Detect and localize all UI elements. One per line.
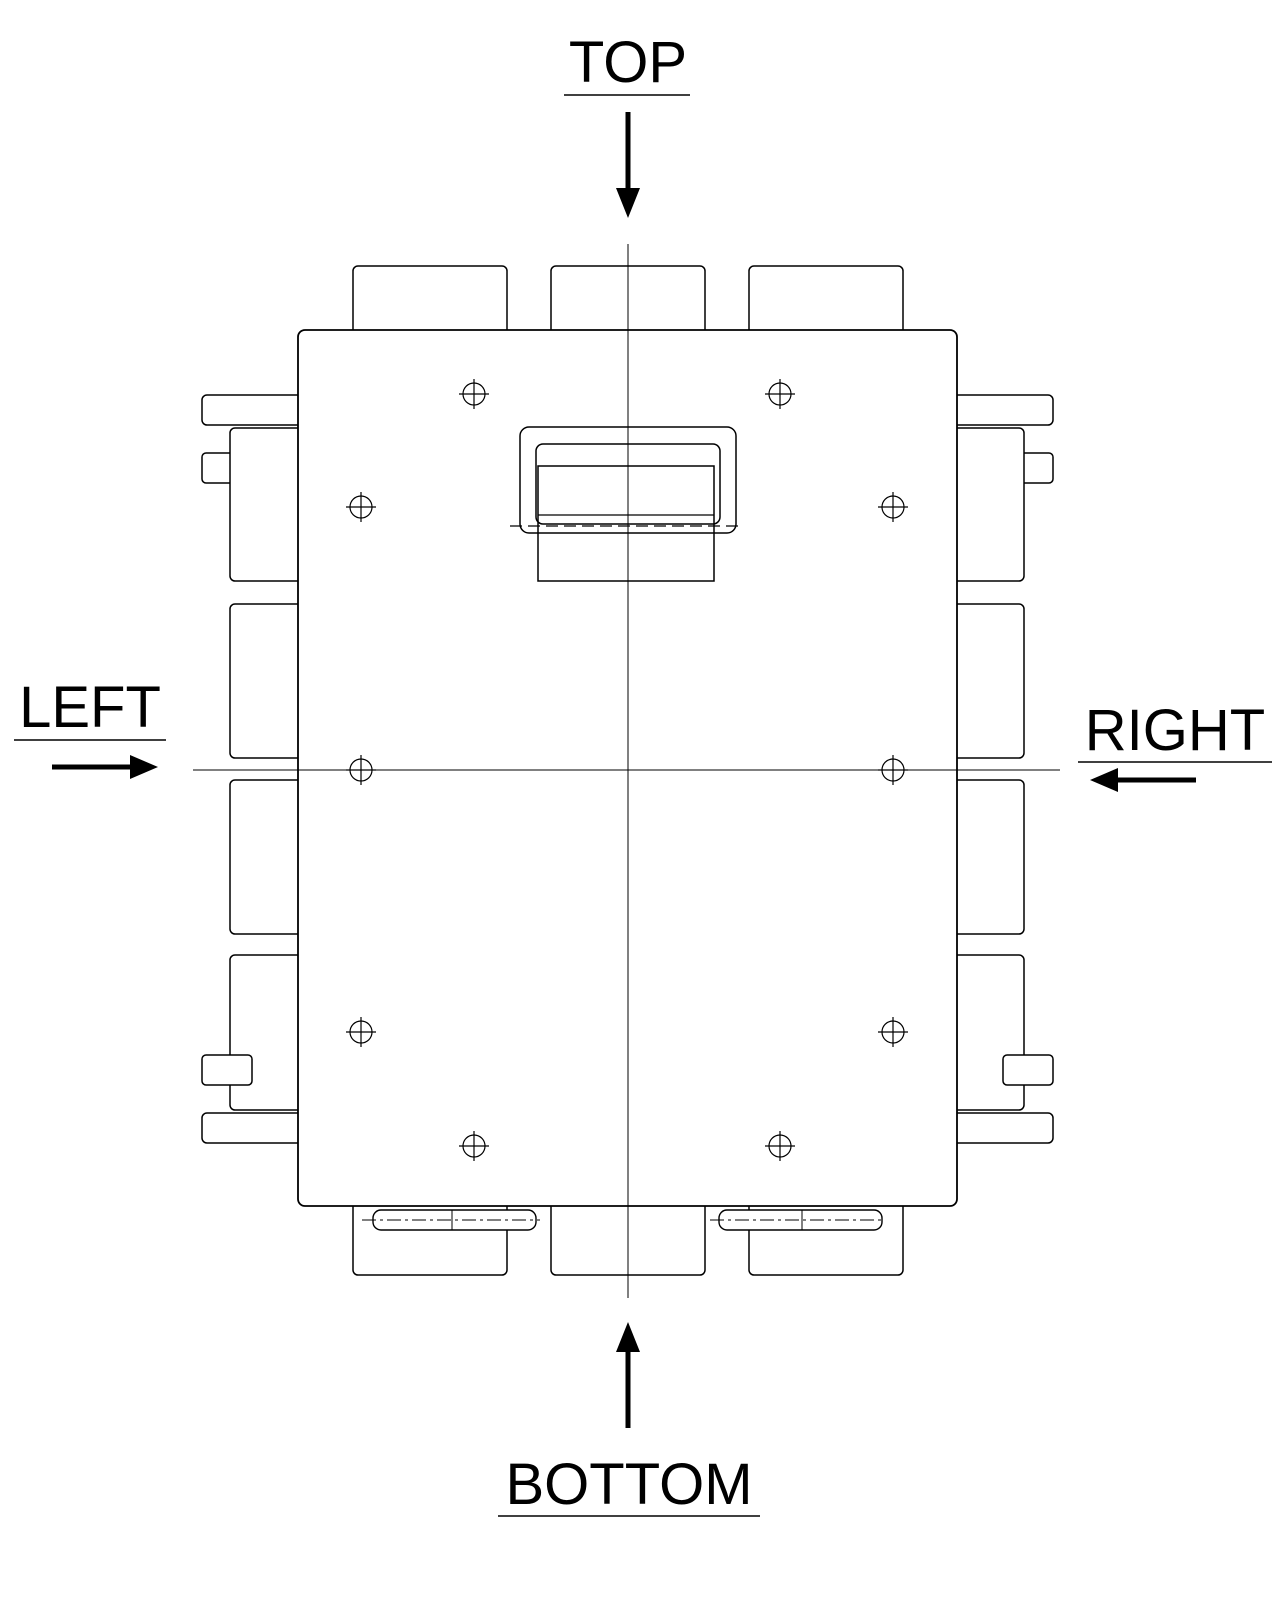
right-connectors	[936, 394, 1054, 1144]
mounting-screw-icon	[346, 1017, 376, 1047]
left-tab-lower	[201, 1054, 253, 1086]
bottom-connector-clips	[362, 1209, 885, 1231]
label-left: LEFT	[19, 675, 161, 740]
right-latch-lower	[944, 1112, 1054, 1144]
mounting-screw-icon	[878, 492, 908, 522]
mounting-screw-icon	[878, 1017, 908, 1047]
arrow-up-icon	[616, 1322, 640, 1428]
label-bottom-group: BOTTOM	[498, 1322, 760, 1517]
arrow-down-icon	[616, 112, 640, 218]
mounting-screw-icon	[765, 379, 795, 409]
label-top: TOP	[569, 30, 687, 95]
mounting-screw-icon	[459, 1131, 489, 1161]
mounting-screw-icon	[459, 379, 489, 409]
arrow-left-icon	[1090, 768, 1196, 792]
left-latch-upper	[201, 394, 313, 426]
arrow-right-icon	[52, 755, 158, 779]
label-bottom: BOTTOM	[505, 1452, 752, 1517]
center-lines	[193, 244, 1060, 1298]
label-left-group: LEFT	[14, 675, 166, 779]
mounting-screw-icon	[346, 492, 376, 522]
label-right: RIGHT	[1085, 698, 1265, 763]
label-top-group: TOP	[564, 30, 690, 218]
left-latch-lower	[201, 1112, 313, 1144]
right-tab-lower	[1002, 1054, 1054, 1086]
label-right-group: RIGHT	[1078, 698, 1272, 792]
mounting-screw-icon	[765, 1131, 795, 1161]
right-latch-upper	[944, 394, 1054, 426]
socket-plug	[537, 465, 715, 582]
